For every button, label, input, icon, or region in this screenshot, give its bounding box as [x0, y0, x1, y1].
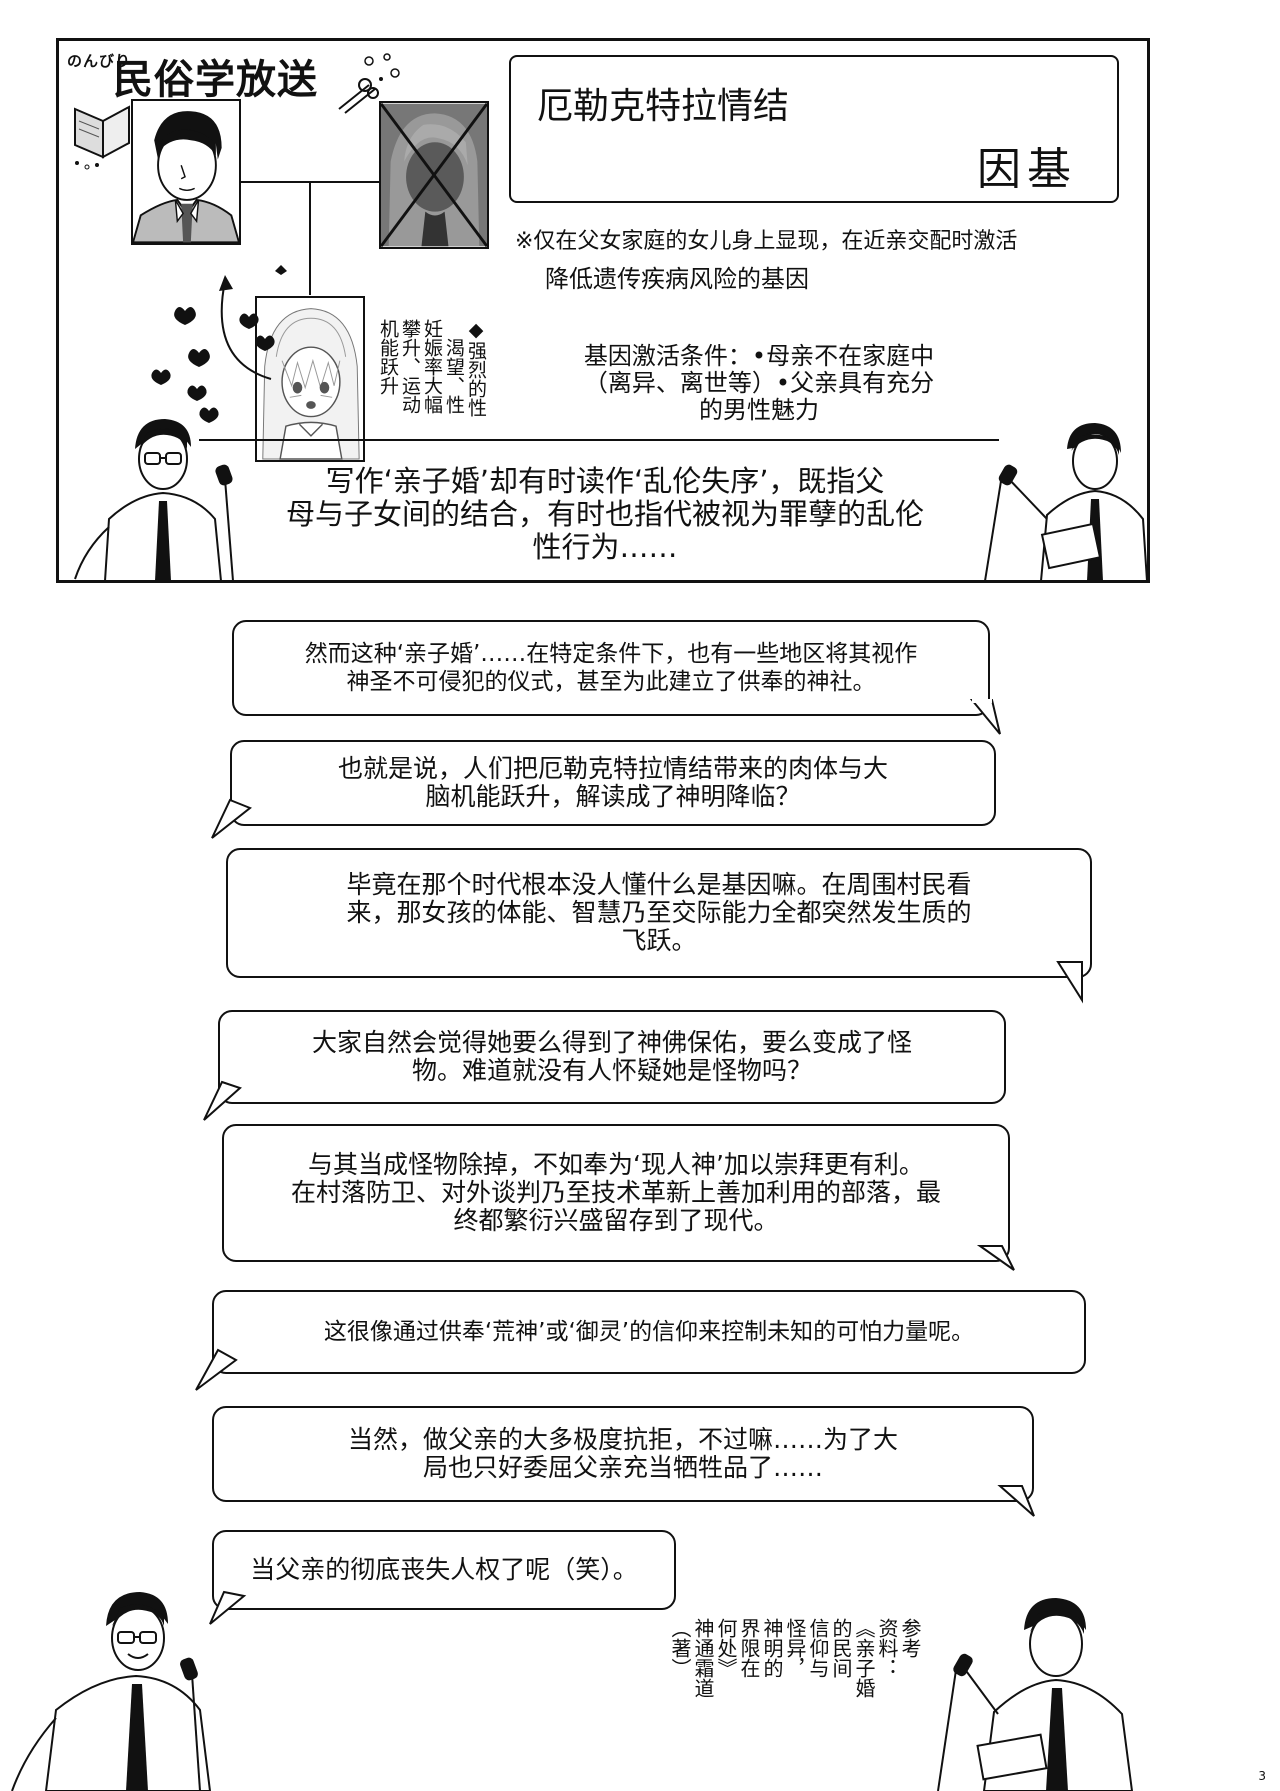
- definition-line: 性行为……: [532, 530, 678, 564]
- bubble-text: 当父亲的彻底丧失人权了呢（笑）。: [250, 1555, 638, 1584]
- bubble-tail: [211, 798, 252, 839]
- reference-citation: 参考 资料： 《亲子婚 的民间 信仰与 怪异， 神明的 界限在 何处》 神通霜道…: [668, 1618, 922, 1698]
- term-name: 厄勒克特拉情结: [537, 86, 790, 127]
- activation-conditions: 基因激活条件：•母亲不在家庭中 （离异、离世等）•父亲具有充分 的男性魅力: [559, 343, 959, 424]
- bubble-tail: [209, 1590, 247, 1625]
- show-title-prefix: のんびり: [67, 52, 132, 70]
- term-description: 降低遗传疾病风险的基因: [545, 265, 809, 293]
- father-portrait: [131, 99, 241, 245]
- host-suit-figure-bottom: [928, 1590, 1148, 1791]
- explanation-panel: のんびり民俗学放送: [56, 38, 1150, 583]
- mother-portrait-crossed: [379, 101, 489, 249]
- term-note: ※仅在父女家庭的女儿身上显现，在近亲交配时激活: [515, 229, 1018, 254]
- activation-line: 的男性魅力: [699, 396, 819, 424]
- definition-line: 母与子女间的结合，有时也指代被视为罪孽的乱伦: [285, 497, 924, 531]
- bubble-tail: [969, 699, 1001, 735]
- bubble-tail: [997, 1485, 1035, 1517]
- host-glasses-figure-bottom: [6, 1582, 226, 1791]
- book-icon: [74, 105, 130, 170]
- host-suit-icon: [984, 423, 1149, 581]
- speech-bubble: 也就是说，人们把厄勒克特拉情结带来的肉体与大 脑机能跃升，解读成了神明降临？: [230, 740, 996, 826]
- host-glasses-icon: [11, 1592, 212, 1791]
- bubble-text: 然而这种‘亲子婚’……在特定条件下，也有一些地区将其视作 神圣不可侵犯的仪式，甚…: [304, 641, 918, 695]
- speech-bubble: 然而这种‘亲子婚’……在特定条件下，也有一些地区将其视作 神圣不可侵犯的仪式，甚…: [232, 620, 990, 716]
- bubble-text: 与其当成怪物除掉，不如奉为‘现人神’加以崇拜更有利。 在村落防卫、对外谈判乃至技…: [290, 1150, 941, 1235]
- host-glasses-figure: [65, 409, 255, 581]
- show-title: のんびり民俗学放送: [67, 47, 318, 105]
- daughter-portrait: [255, 296, 365, 462]
- speech-bubble: 当然，做父亲的大多极度抗拒，不过嘛……为了大 局也只好委屈父亲充当牺牲品了……: [212, 1406, 1034, 1502]
- bubble-text: 毕竟在那个时代根本没人懂什么是基因嘛。在周围村民看 来，那女孩的体能、智慧乃至交…: [346, 870, 972, 955]
- activation-line: （离异、离世等）•父亲具有充分: [583, 369, 935, 397]
- bubble-tail: [1056, 961, 1083, 1004]
- bubble-text: 也就是说，人们把厄勒克特拉情结带来的肉体与大 脑机能跃升，解读成了神明降临？: [337, 754, 888, 811]
- bubble-text: 大家自然会觉得她要么得到了神佛保佑，要么变成了怪 物。难道就没有人怀疑她是怪物吗…: [311, 1028, 912, 1085]
- heart-arrow-icon: [151, 265, 287, 423]
- bubble-tail: [976, 1245, 1015, 1271]
- bubble-text: 当然，做父亲的大多极度抗拒，不过嘛……为了大 局也只好委屈父亲充当牺牲品了……: [347, 1425, 898, 1482]
- divider: [199, 439, 999, 441]
- speech-bubble: 毕竟在那个时代根本没人懂什么是基因嘛。在周围村民看 来，那女孩的体能、智慧乃至交…: [226, 848, 1092, 978]
- show-title-main: 民俗学放送: [113, 57, 318, 103]
- symptoms-list: ◆强烈的性 渴望、性 妊娠率大幅 攀升、运动 机能跃升: [377, 319, 487, 417]
- father-figure-icon: [133, 101, 239, 243]
- host-suit-figure: [971, 419, 1151, 581]
- speech-bubble: 这很像通过供奉‘荒神’或‘御灵’的信仰来控制未知的可怕力量呢。: [212, 1290, 1086, 1374]
- page-number: 3: [1258, 1769, 1266, 1783]
- bubble-tail: [195, 1348, 238, 1391]
- definition-line: 写作‘亲子婚’却有时读作‘乱伦失序’，既指父: [325, 464, 885, 498]
- daughter-figure-icon: [257, 299, 363, 460]
- bubble-tail: [203, 1080, 242, 1121]
- term-category: 因基: [977, 144, 1077, 195]
- bubble-text: 这很像通过供奉‘荒神’或‘御灵’的信仰来控制未知的可怕力量呢。: [323, 1319, 975, 1345]
- speech-bubble: 当父亲的彻底丧失人权了呢（笑）。: [212, 1530, 676, 1610]
- activation-line: 基因激活条件：•母亲不在家庭中: [583, 342, 935, 370]
- host-suit-icon: [937, 1598, 1134, 1791]
- host-glasses-icon: [74, 419, 234, 581]
- speech-bubble: 与其当成怪物除掉，不如奉为‘现人神’加以崇拜更有利。 在村落防卫、对外谈判乃至技…: [222, 1124, 1010, 1262]
- tree-line-child: [309, 181, 311, 295]
- definition-text: 写作‘亲子婚’却有时读作‘乱伦失序’，既指父 母与子女间的结合，有时也指代被视为…: [245, 465, 965, 564]
- mother-figure-icon: [381, 103, 487, 247]
- term-box: 厄勒克特拉情结 因基: [509, 55, 1119, 203]
- flower-sparkle-icon: [338, 53, 400, 114]
- speech-bubble: 大家自然会觉得她要么得到了神佛保佑，要么变成了怪 物。难道就没有人怀疑她是怪物吗…: [218, 1010, 1006, 1104]
